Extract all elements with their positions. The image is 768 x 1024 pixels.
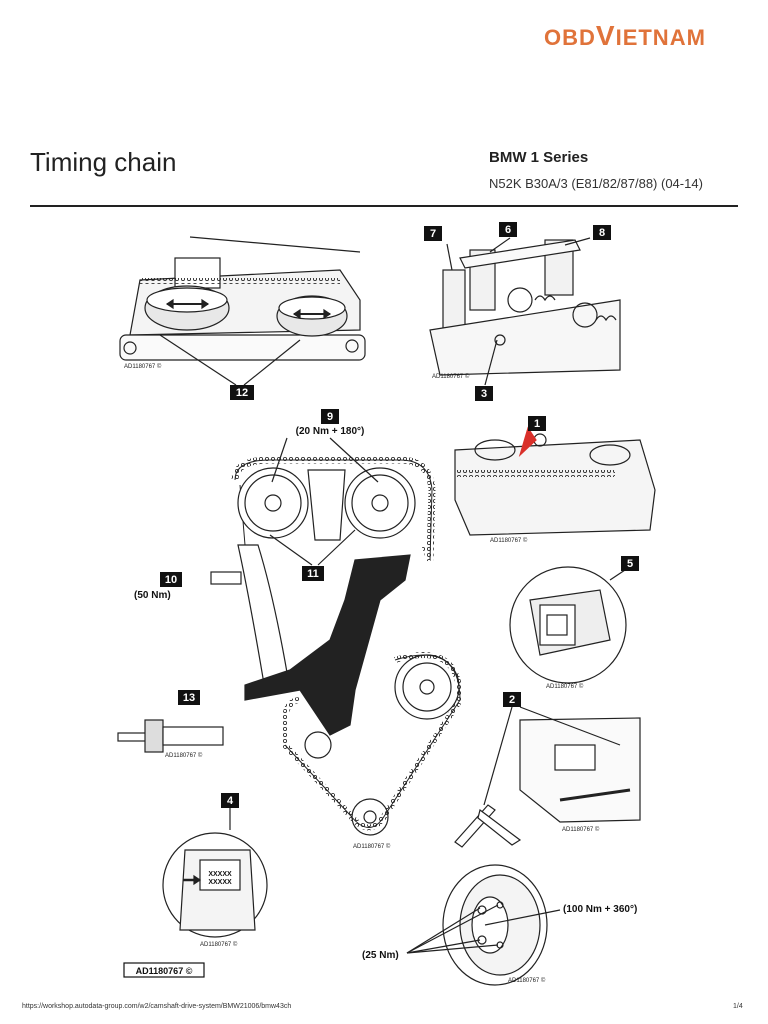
callout-2-box: [503, 692, 521, 707]
callout-5-box: [621, 556, 639, 571]
ref-code-pulley: AD1180767 ©: [508, 977, 546, 984]
callout-4: 4: [227, 795, 234, 807]
header-divider: [30, 205, 738, 207]
logo-part-b: IETNAM: [615, 25, 706, 50]
page-title: Timing chain: [30, 147, 177, 177]
tensioner-marking-panel: [162, 808, 268, 938]
ref-code-main-chain: AD1180767 ©: [353, 843, 391, 850]
callout-9: 9: [327, 411, 333, 423]
camshaft-locking-tool-panel: [429, 237, 621, 386]
camshaft-adjusters-panel: [119, 236, 366, 386]
timing-chain-diagram: AD1180767 © 12 AD1180767 © 7 6 8 3 AD118…: [117, 222, 656, 986]
callout-10: 10: [165, 574, 177, 586]
callout-11-box: [302, 566, 324, 581]
main-ref-code: AD1180767 ©: [136, 966, 193, 976]
engine-code: N52K B30A/3 (E81/82/87/88) (04-14): [489, 176, 703, 191]
footer-url[interactable]: https://workshop.autodata-group.com/w2/c…: [22, 1003, 292, 1010]
callout-9-box: [321, 409, 339, 424]
torque-pulley-bolts: (25 Nm): [362, 950, 399, 961]
crankshaft-pin-panel: [454, 706, 641, 848]
ref-code-crank-lock: AD1180767 ©: [546, 683, 584, 690]
callout-6-box: [499, 222, 517, 237]
callout-12-box: [230, 385, 254, 400]
crank-pulley-panel: [406, 864, 561, 986]
vehicle-model: BMW 1 Series: [489, 149, 589, 166]
callout-13: 13: [183, 692, 195, 704]
timing-chain-main: [210, 437, 464, 836]
callout-7: 7: [430, 228, 436, 240]
tensioner-marking-2: XXXXX: [208, 879, 232, 886]
obdvietnam-logo: OBDVIETNAM: [544, 20, 706, 52]
cylinder-head-panel: [454, 426, 656, 536]
callout-6: 6: [505, 224, 511, 236]
callout-7-box: [424, 226, 442, 241]
ref-code-crank-pin: AD1180767 ©: [562, 826, 600, 833]
ref-code-tool-13: AD1180767 ©: [165, 752, 203, 759]
ref-code-locking-tool: AD1180767 ©: [432, 373, 470, 380]
callout-1-box: [528, 416, 546, 431]
tool-13-drawing: [117, 719, 224, 753]
callout-12: 12: [236, 387, 248, 399]
callout-8-box: [593, 225, 611, 240]
callout-1: 1: [534, 418, 540, 430]
callout-8: 8: [599, 227, 605, 239]
crankshaft-lock-panel: [509, 566, 627, 684]
ref-code-adjusters: AD1180767 ©: [124, 363, 162, 370]
callout-5: 5: [627, 558, 633, 570]
logo-part-a: OBD: [544, 25, 596, 50]
callout-10-box: [160, 572, 182, 587]
main-ref-box: [123, 962, 205, 978]
callout-11: 11: [307, 568, 319, 580]
callout-4-box: [221, 793, 239, 808]
page-number: 1/4: [733, 1003, 743, 1010]
callout-3: 3: [481, 388, 487, 400]
ref-code-cylinder-head: AD1180767 ©: [490, 537, 528, 544]
ref-code-tensioner: AD1180767 ©: [200, 941, 238, 948]
torque-10: (50 Nm): [134, 590, 171, 601]
torque-9: (20 Nm + 180°): [296, 426, 365, 437]
callout-13-box: [178, 690, 200, 705]
tensioner-marking: XXXXX: [208, 871, 232, 878]
callout-3-box: [475, 386, 493, 401]
logo-part-v: V: [595, 20, 616, 51]
torque-crank-bolt: (100 Nm + 360°): [563, 904, 637, 915]
callout-2: 2: [509, 694, 515, 706]
